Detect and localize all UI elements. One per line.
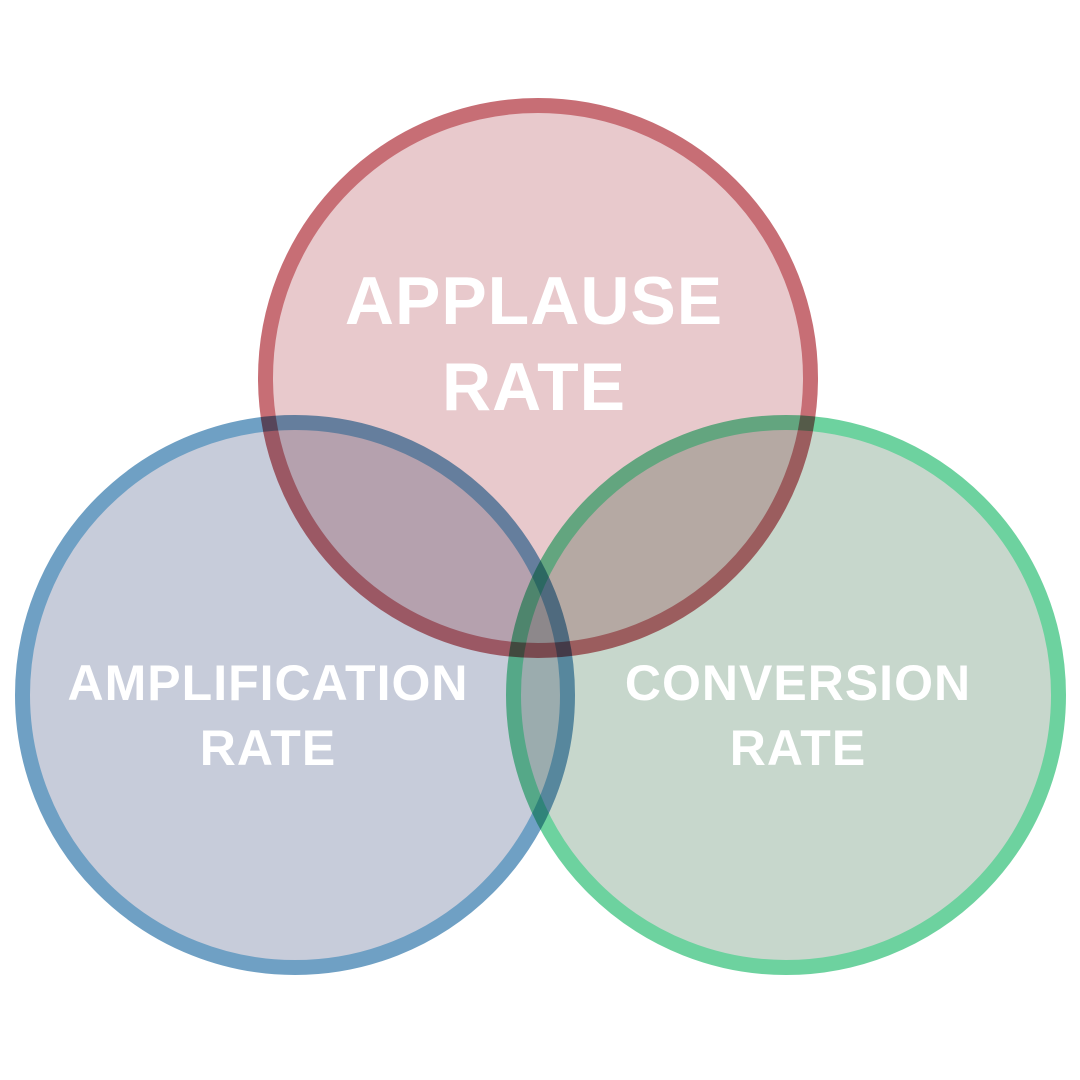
applause-label-line2: RATE: [441, 349, 627, 425]
applause-rate-label: APPLAUSE RATE: [345, 258, 723, 430]
applause-label-line1: APPLAUSE: [344, 263, 724, 339]
amplification-label-line2: RATE: [199, 720, 337, 776]
amplification-label-line1: AMPLIFICATION: [67, 655, 469, 711]
conversion-label-line1: CONVERSION: [624, 655, 972, 711]
amplification-rate-label: AMPLIFICATION RATE: [68, 651, 469, 781]
conversion-rate-label: CONVERSION RATE: [625, 651, 971, 781]
conversion-label-line2: RATE: [729, 720, 867, 776]
